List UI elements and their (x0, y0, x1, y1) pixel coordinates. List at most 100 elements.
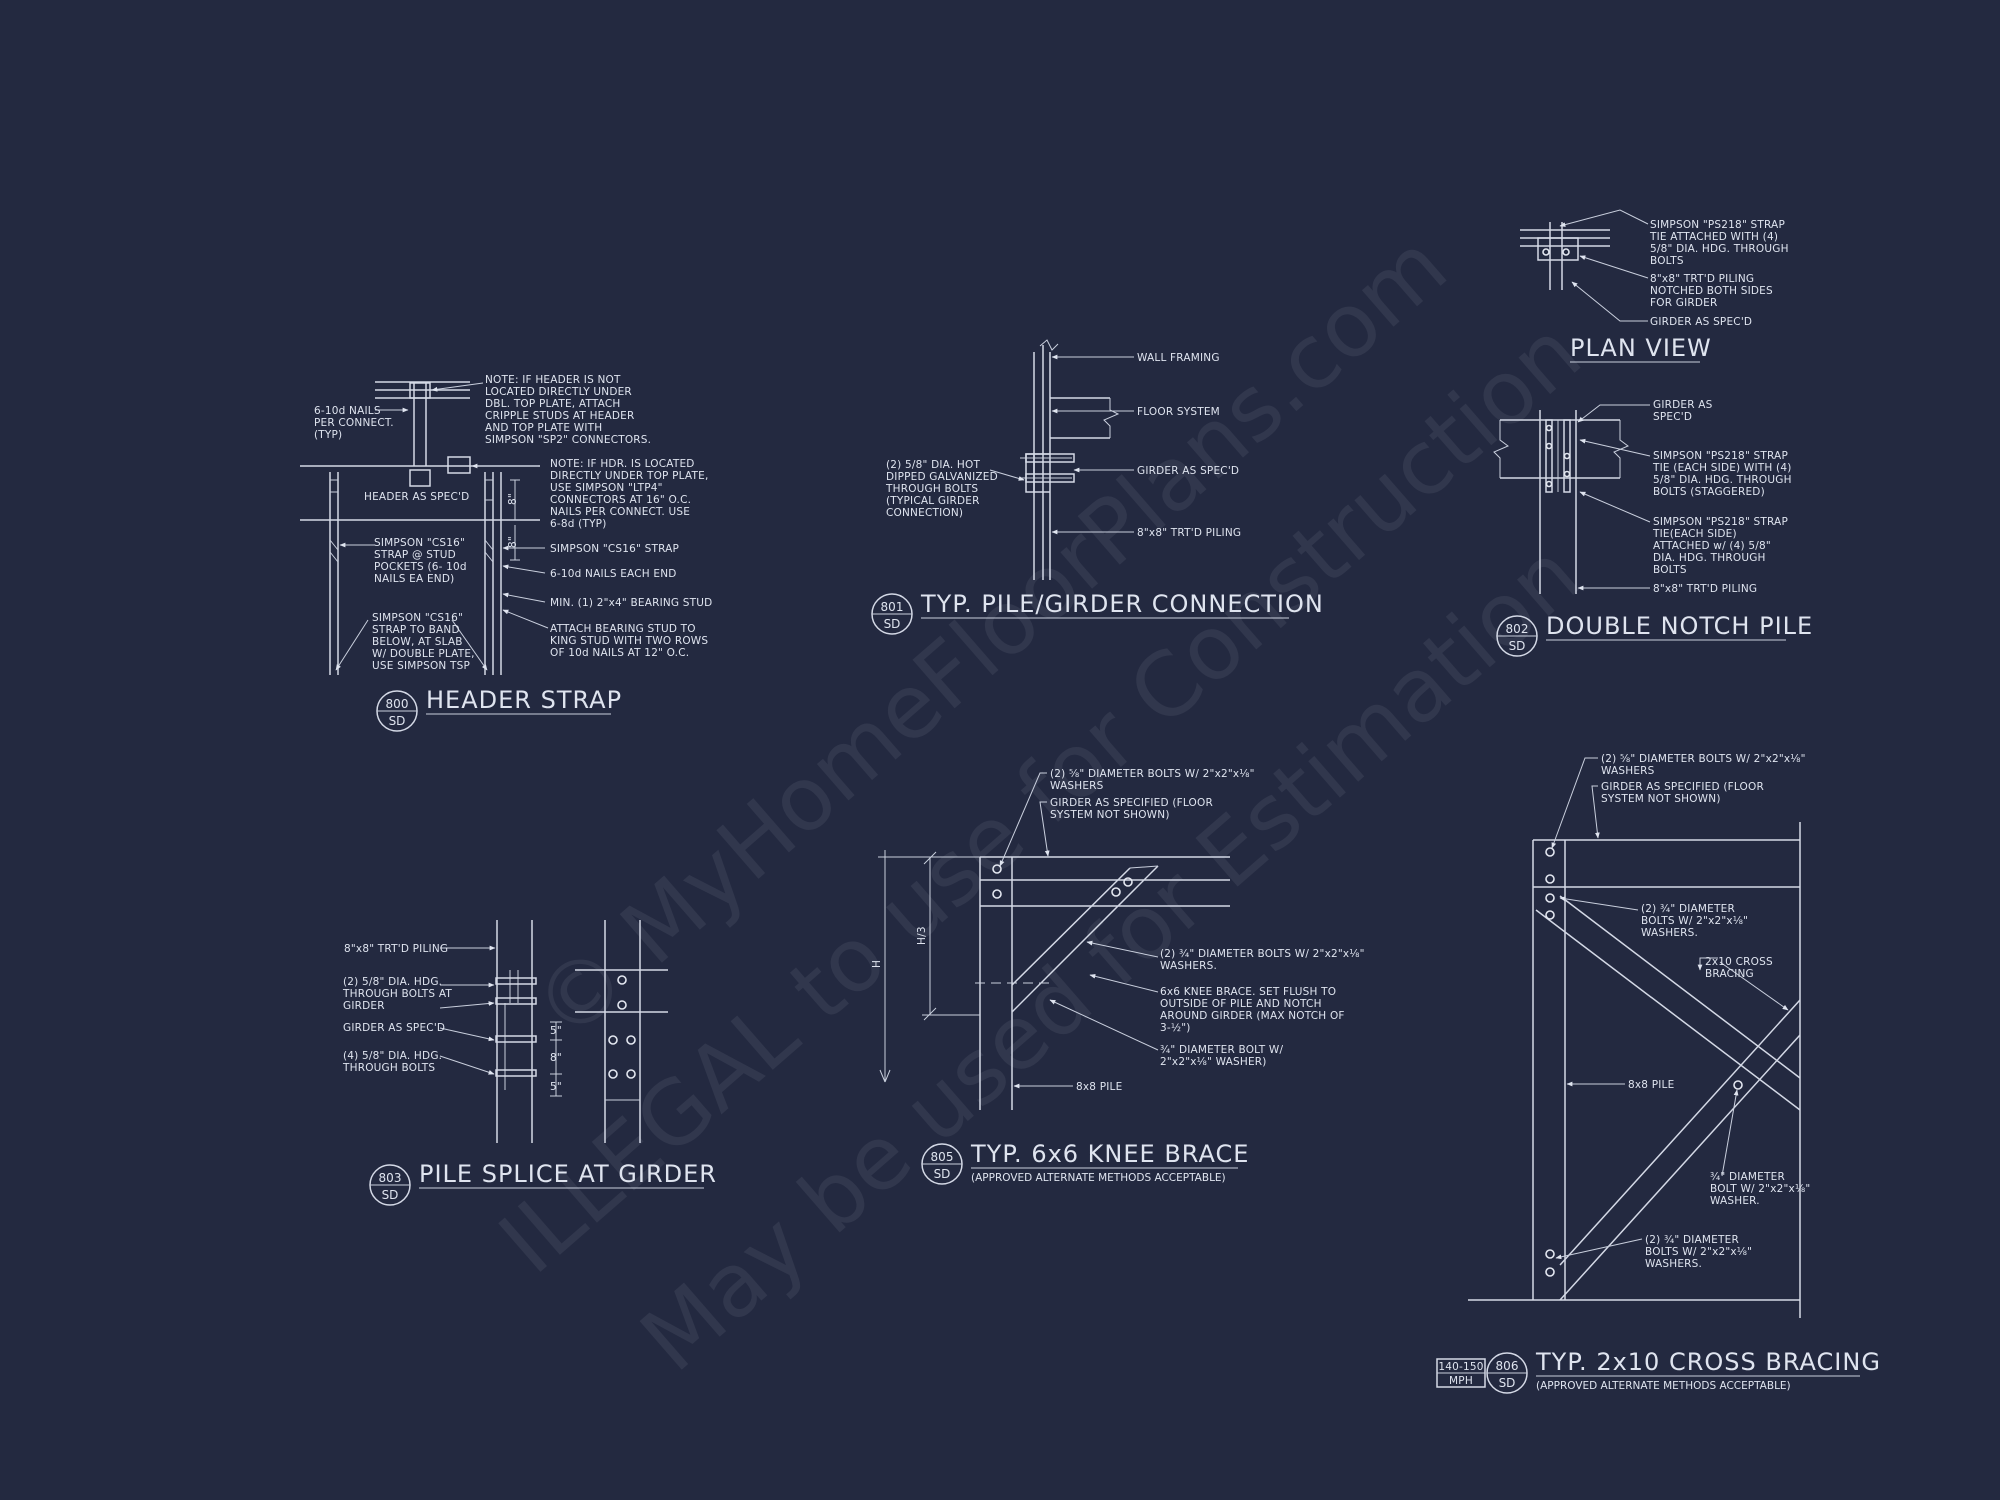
label-wall-framing: WALL FRAMING (1137, 352, 1220, 364)
note-header-2: LOCATED DIRECTLY UNDER (485, 386, 632, 398)
label-kb-brace-2: OUTSIDE OF PILE AND NOTCH (1160, 998, 1322, 1010)
label-notched-piling-3: FOR GIRDER (1650, 297, 1717, 309)
cross-bracing-title: 140-150 MPH 806 SD TYP. 2x10 CROSS BRACI… (1436, 1348, 1881, 1394)
label-cs16-band-3: BELOW, AT SLAB (372, 636, 463, 648)
dim-kb-h: H (871, 960, 883, 968)
note-ltp4-2: DIRECTLY UNDER TOP PLATE, (550, 470, 708, 482)
pile-splice-notes: 8"x8" TRT'D PILING (2) 5/8" DIA. HDG. TH… (342, 943, 562, 1093)
label-attach-bearing-1: ATTACH BEARING STUD TO (550, 623, 696, 635)
plan-view-title: PLAN VIEW (1570, 334, 1712, 363)
label-dn-girder-1: GIRDER AS (1653, 399, 1713, 411)
label-nails-per-connect-2: PER CONNECT. (314, 417, 394, 429)
pile-girder-drawing (1020, 339, 1120, 580)
label-cb-34-bolts-1: (2) ¾" DIAMETER (1641, 903, 1735, 915)
double-notch-leaders (1577, 404, 1651, 591)
label-cb-mid-bolt-2: BOLT W/ 2"x2"x⅛" (1710, 1183, 1810, 1195)
label-kb-brace-3: AROUND GIRDER (MAX NOTCH OF (1160, 1010, 1345, 1022)
label-ps-bolts-1: (2) 5/8" DIA. HDG. (343, 976, 442, 988)
detail-pile-girder-connection: WALL FRAMING FLOOR SYSTEM GIRDER AS SPEC… (871, 339, 1323, 635)
note-ltp4-3: USE SIMPSON "LTP4" (550, 482, 663, 494)
note-ltp4-6: 6-8d (TYP) (550, 518, 607, 530)
label-cb-bottom-bolts-1: (2) ¾" DIAMETER (1645, 1234, 1739, 1246)
header-strap-notes: 6-10d NAILS PER CONNECT. (TYP) NOTE: IF … (314, 374, 712, 672)
wind-speed-range: 140-150 (1438, 1361, 1483, 1373)
dim-ps-8: 8" (550, 1052, 562, 1064)
label-bolt-5: CONNECTION) (886, 507, 963, 519)
title-plan-view: PLAN VIEW (1570, 334, 1712, 362)
label-ps218-4: BOLTS (1650, 255, 1684, 267)
label-dn-ps218-6: TIE(EACH SIDE) (1652, 528, 1737, 540)
dim-ps-5-bottom: 5" (550, 1081, 562, 1093)
label-trtd-piling: 8"x8" TRT'D PILING (1137, 527, 1241, 539)
label-bolt-3: THROUGH BOLTS (885, 483, 978, 495)
label-dn-ps218-9: BOLTS (1653, 564, 1687, 576)
label-ps-bolts-2: THROUGH BOLTS AT (342, 988, 452, 1000)
subtitle-knee-brace: (APPROVED ALTERNATE METHODS ACCEPTABLE) (971, 1172, 1226, 1184)
knee-brace-leaders (999, 772, 1159, 1089)
label-bolt-2: DIPPED GALVANIZED (886, 471, 998, 483)
label-kb-girder-1: GIRDER AS SPECIFIED (FLOOR (1050, 797, 1213, 809)
dim-8-lower: 8" (507, 536, 519, 548)
label-cb-bolts-1: (2) ⅝" DIAMETER BOLTS W/ 2"x2"x⅛" (1601, 753, 1806, 765)
label-notched-piling-1: 8"x8" TRT'D PILING (1650, 273, 1754, 285)
label-plan-girder: GIRDER AS SPEC'D (1650, 316, 1752, 328)
label-ps-girder: GIRDER AS SPEC'D (343, 1022, 445, 1034)
title-header-strap: HEADER STRAP (426, 686, 622, 714)
watermark-line-3: May be used for Estimation (621, 523, 1598, 1391)
label-dn-girder-2: SPEC'D (1653, 411, 1692, 423)
label-ps218-1: SIMPSON "PS218" STRAP (1650, 219, 1785, 231)
plan-view-notes: SIMPSON "PS218" STRAP TIE ATTACHED WITH … (1649, 219, 1789, 328)
title-cross-bracing: TYP. 2x10 CROSS BRACING (1535, 1348, 1881, 1376)
label-kb-34-bolts-1: (2) ¾" DIAMETER BOLTS W/ 2"x2"x⅛" (1160, 948, 1365, 960)
label-cs16-strap-pockets-1: SIMPSON "CS16" (374, 537, 465, 549)
label-dn-ps218-8: DIA. HDG. THROUGH (1653, 552, 1766, 564)
note-header-4: CRIPPLE STUDS AT HEADER (485, 410, 635, 422)
label-ps-bolts-3: GIRDER (343, 1000, 385, 1012)
label-cb-bolts-2: WASHERS (1601, 765, 1655, 777)
label-kb-bolts-1: (2) ⅝" DIAMETER BOLTS W/ 2"x2"x⅛" (1050, 768, 1255, 780)
bubble-800-number: 800 (386, 697, 409, 711)
bubble-801-number: 801 (881, 600, 904, 614)
label-cs16-strap: SIMPSON "CS16" STRAP (550, 543, 679, 555)
label-dn-ps218-7: ATTACHED w/ (4) 5/8" (1653, 540, 1771, 552)
detail-double-notch-pile: GIRDER AS SPEC'D SIMPSON "PS218" STRAP T… (1493, 399, 1813, 657)
label-cb-cross-2: BRACING (1705, 968, 1754, 980)
label-ps218-3: 5/8" DIA. HDG. THROUGH (1650, 243, 1789, 255)
bubble-805-sheet: SD (934, 1167, 951, 1181)
note-header-6: SIMPSON "SP2" CONNECTORS. (485, 434, 651, 446)
label-kb-bolts-2: WASHERS (1050, 780, 1104, 792)
header-strap-leaders (335, 382, 549, 671)
pile-girder-notes: WALL FRAMING FLOOR SYSTEM GIRDER AS SPEC… (885, 352, 1241, 539)
detail-header-strap: 6-10d NAILS PER CONNECT. (TYP) NOTE: IF … (300, 374, 712, 732)
cross-bracing-notes: (2) ⅝" DIAMETER BOLTS W/ 2"x2"x⅛" WASHER… (1601, 753, 1810, 1270)
note-header-1: NOTE: IF HEADER IS NOT (485, 374, 621, 386)
detail-plan-view: SIMPSON "PS218" STRAP TIE ATTACHED WITH … (1520, 209, 1789, 363)
note-header-5: AND TOP PLATE WITH (485, 422, 602, 434)
label-dn-ps218-5: SIMPSON "PS218" STRAP (1653, 516, 1788, 528)
note-ltp4-5: NAILS PER CONNECT. USE (550, 506, 690, 518)
label-cs16-band-4: W/ DOUBLE PLATE, (372, 648, 475, 660)
label-cb-34-bolts-2: BOLTS W/ 2"x2"x⅛" (1641, 915, 1748, 927)
detail-cross-bracing: (2) ⅝" DIAMETER BOLTS W/ 2"x2"x⅛" WASHER… (1436, 753, 1881, 1394)
label-cb-girder-1: GIRDER AS SPECIFIED (FLOOR (1601, 781, 1764, 793)
bubble-805-number: 805 (931, 1150, 954, 1164)
bubble-803-sheet: SD (382, 1188, 399, 1202)
label-ps-bolts-5: THROUGH BOLTS (342, 1062, 435, 1074)
detail-knee-brace: (2) ⅝" DIAMETER BOLTS W/ 2"x2"x⅛" WASHER… (871, 768, 1365, 1185)
label-kb-girder-2: SYSTEM NOT SHOWN) (1050, 809, 1170, 821)
note-header-3: DBL. TOP PLATE, ATTACH (485, 398, 621, 410)
title-double-notch-pile: DOUBLE NOTCH PILE (1546, 612, 1813, 640)
label-cs16-strap-pockets-2: STRAP @ STUD (374, 549, 456, 561)
note-ltp4-1: NOTE: IF HDR. IS LOCATED (550, 458, 695, 470)
knee-brace-title: 805 SD TYP. 6x6 KNEE BRACE (APPROVED ALT… (921, 1140, 1249, 1185)
title-knee-brace: TYP. 6x6 KNEE BRACE (970, 1140, 1249, 1168)
label-cb-bottom-bolts-2: BOLTS W/ 2"x2"x⅛" (1645, 1246, 1752, 1258)
label-cb-cross-1: 2x10 CROSS (1705, 956, 1773, 968)
double-notch-title: 802 SD DOUBLE NOTCH PILE (1496, 612, 1813, 657)
detail-pile-splice: 8"x8" TRT'D PILING (2) 5/8" DIA. HDG. TH… (342, 920, 716, 1206)
label-attach-bearing-3: OF 10d NAILS AT 12" O.C. (550, 647, 689, 659)
label-nails-typ: (TYP) (314, 429, 342, 441)
bubble-802-number: 802 (1506, 622, 1529, 636)
label-cb-bottom-bolts-3: WASHERS. (1645, 1258, 1702, 1270)
